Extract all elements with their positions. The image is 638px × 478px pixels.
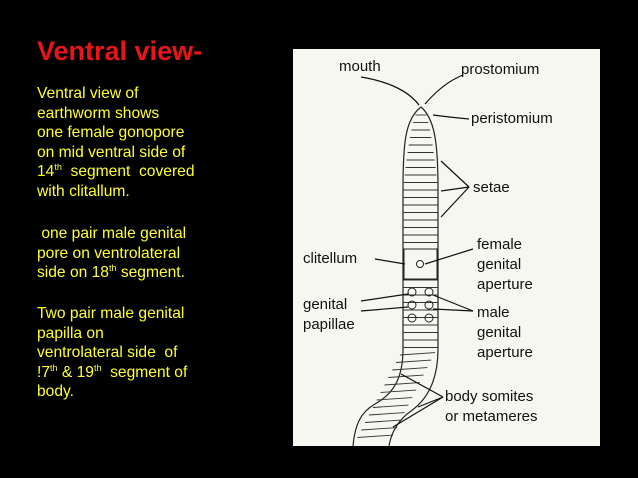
text-line: one female gonopore (37, 124, 185, 142)
segment-ring (396, 359, 432, 363)
label-body-line-2: or metameres (445, 408, 538, 425)
label-genital-line-2: papillae (303, 316, 355, 333)
segment-ring (384, 382, 420, 386)
label-male-line-2: genital (477, 324, 521, 341)
label-mouth: mouth (339, 58, 381, 75)
segment-ring (399, 352, 435, 356)
label-genital-line-1: genital (303, 296, 347, 313)
text-line: side on 18th segment. (37, 263, 185, 282)
label-clitellum: clitellum (303, 250, 357, 267)
slide-title: Ventral view- (37, 36, 203, 66)
genital-papillae-group (407, 287, 434, 323)
label-female-line-2: genital (477, 256, 521, 273)
text-line: !7th & 19th segment of (37, 362, 188, 381)
text-line: pore on ventrolateral (37, 244, 181, 262)
label-setae: setae (473, 179, 510, 196)
segment-ring (380, 389, 417, 393)
label-male-line-3: aperture (477, 344, 533, 361)
worm-left-edge (352, 106, 422, 446)
label-male-line-1: male (477, 304, 510, 321)
segment-ring (357, 434, 394, 438)
label-peristomium: peristomium (471, 110, 553, 127)
text-line: ventrolateral side of (37, 344, 178, 362)
paragraph-male-genital-pore: one pair male genital pore on ventrolate… (37, 224, 186, 283)
segment-ring (361, 427, 398, 431)
segment-ring (368, 412, 405, 416)
paragraph-genital-papilla: Two pair male genital papilla on ventrol… (37, 304, 187, 402)
text-line: body. (37, 383, 74, 401)
paragraph-female-gonopore: Ventral view of earthworm shows one fema… (37, 84, 195, 202)
text-line: 14th segment covered (37, 162, 195, 181)
text-line: one pair male genital (37, 225, 187, 242)
text-line: papilla on (37, 324, 104, 342)
diagram-labels: mouth prostomium peristomium setae clite… (303, 58, 553, 425)
text-line: on mid ventral side of (37, 143, 186, 161)
segment-ring (392, 367, 428, 371)
segment-ring (376, 397, 413, 401)
earthworm-diagram: mouth prostomium peristomium setae clite… (293, 49, 600, 446)
label-female-line-1: female (477, 236, 522, 253)
text-line: Ventral view of (37, 85, 139, 102)
label-female-line-3: aperture (477, 276, 533, 293)
label-prostomium: prostomium (461, 61, 539, 78)
label-body-line-1: body somites (445, 388, 533, 405)
clitellum-band (403, 248, 438, 280)
text-line: earthworm shows (37, 104, 160, 122)
female-aperture-dot (416, 260, 424, 268)
text-line: Two pair male genital (37, 305, 185, 322)
pointer-lines (360, 74, 474, 428)
segment-ring (372, 404, 409, 408)
segment-ring (365, 419, 401, 423)
text-line: with clitallum. (37, 182, 130, 200)
